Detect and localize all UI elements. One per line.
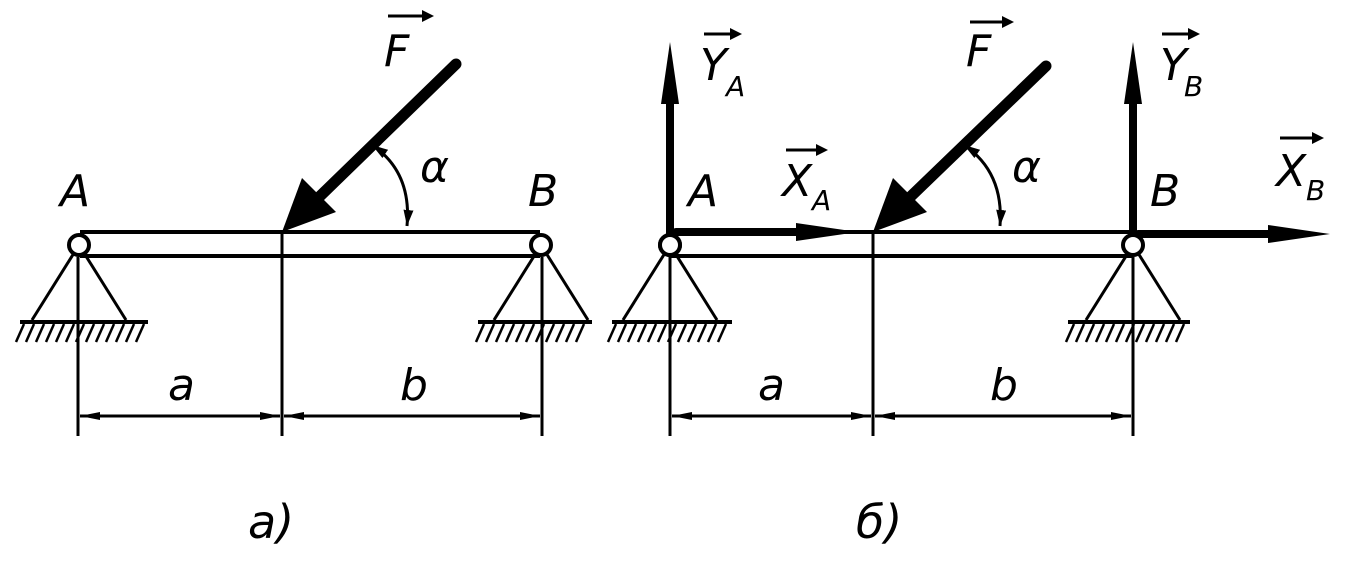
- dimension-lines: [668, 232, 1135, 436]
- force-f-arrow: [282, 58, 462, 232]
- vector-overline-icon: [970, 16, 1014, 28]
- caption-a: а): [248, 495, 294, 549]
- pin-support-a: [14, 233, 148, 343]
- hinge-a: [67, 233, 91, 257]
- hinge-b: [529, 233, 553, 257]
- vector-overline-icon: [1162, 28, 1200, 40]
- label-point-a: A: [57, 166, 90, 217]
- label-xb: X B: [1274, 132, 1325, 207]
- label-dim-b: b: [990, 360, 1018, 411]
- label-point-b: B: [528, 166, 558, 217]
- label-force-f: F: [384, 10, 434, 77]
- pin-support-a: [606, 233, 732, 343]
- xb-text: X: [1274, 146, 1307, 197]
- angle-arc: [371, 143, 414, 227]
- hinge-a-top: [658, 233, 682, 257]
- beam: [80, 230, 540, 258]
- reaction-xb-arrow: [1134, 225, 1330, 243]
- label-dim-a: a: [758, 360, 785, 411]
- caption-b: б): [856, 495, 902, 549]
- angle-arc: [963, 143, 1007, 227]
- reaction-ya-arrow: [661, 42, 679, 242]
- label-angle-alpha: α: [420, 142, 449, 193]
- diagram-b: A B F Y A X A Y B: [606, 16, 1330, 549]
- xa-text: X: [780, 156, 813, 207]
- dimension-lines: [76, 232, 544, 436]
- xb-subscript: B: [1306, 174, 1325, 207]
- label-dim-a: a: [168, 360, 195, 411]
- hinge-b: [1121, 233, 1145, 257]
- reaction-xa-arrow: [672, 223, 858, 241]
- label-point-a: A: [685, 166, 718, 217]
- label-ya: Y A: [700, 28, 745, 103]
- label-yb: Y B: [1160, 28, 1203, 103]
- pin-support-b: [1064, 244, 1190, 343]
- pin-support-b: [474, 233, 592, 343]
- label-force-f: F: [966, 16, 1014, 77]
- vector-overline-icon: [1280, 132, 1324, 144]
- label-angle-alpha: α: [1012, 142, 1041, 193]
- label-point-b: B: [1150, 166, 1180, 217]
- yb-text: Y: [1160, 40, 1190, 91]
- vector-overline-icon: [786, 144, 828, 156]
- label-dim-b: b: [400, 360, 428, 411]
- force-f-text: F: [966, 26, 992, 77]
- reaction-yb-arrow: [1124, 42, 1142, 242]
- vector-overline-icon: [388, 10, 434, 22]
- vector-overline-icon: [704, 28, 742, 40]
- xa-subscript: A: [810, 184, 831, 217]
- force-f-text: F: [384, 26, 410, 77]
- label-xa: X A: [780, 144, 831, 217]
- diagram-a: A B F α a b а): [14, 10, 592, 549]
- ya-text: Y: [700, 40, 730, 91]
- yb-subscript: B: [1184, 70, 1203, 103]
- ya-subscript: A: [724, 70, 745, 103]
- force-f-arrow: [873, 60, 1052, 232]
